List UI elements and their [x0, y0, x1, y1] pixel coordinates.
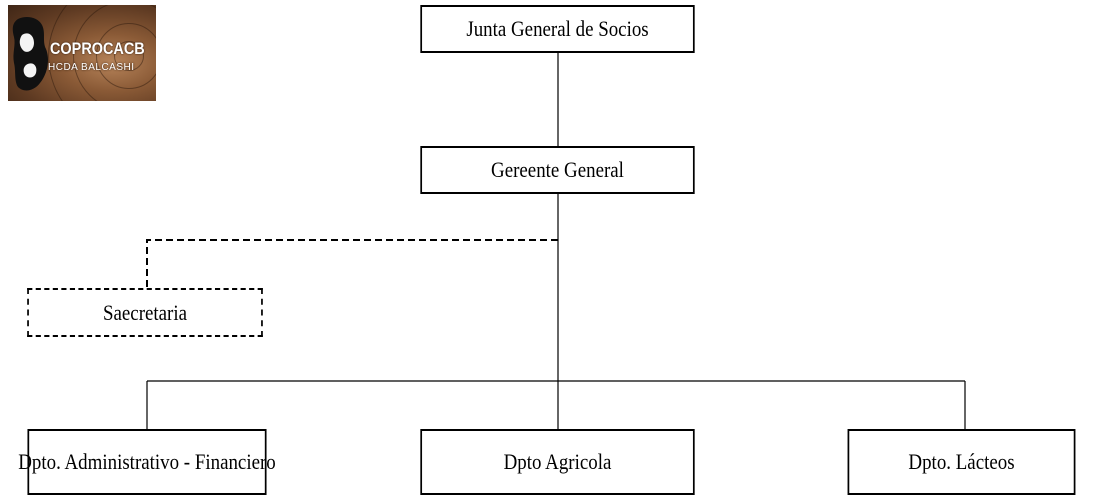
logo-subtitle: HCDA BALCASHI — [48, 62, 135, 73]
node-junta-general: Junta General de Socios — [420, 5, 695, 53]
node-dpto-administrativo: Dpto. Administrativo - Financiero — [18, 429, 276, 495]
company-logo: COPROCACB HCDA BALCASHI — [8, 5, 156, 101]
node-dpto-agricola: Dpto Agricola — [420, 429, 695, 495]
node-dpto-administrativo-label: Dpto. Administrativo - Financiero — [18, 449, 276, 474]
node-junta-general-label: Junta General de Socios — [466, 16, 649, 41]
node-dpto-lacteos: Dpto. Lácteos — [847, 429, 1076, 495]
connector-secretaria-dashed — [146, 239, 558, 288]
logo-name: COPROCACB — [50, 39, 145, 58]
node-gerente-general-label: Gereente General — [491, 157, 624, 182]
cow-icon — [12, 17, 48, 91]
node-dpto-agricola-label: Dpto Agricola — [503, 449, 612, 474]
node-dpto-lacteos-label: Dpto. Lácteos — [908, 449, 1015, 474]
node-secretaria: Saecretaria — [27, 288, 263, 337]
node-gerente-general: Gereente General — [420, 146, 695, 194]
node-secretaria-label: Saecretaria — [102, 299, 188, 325]
